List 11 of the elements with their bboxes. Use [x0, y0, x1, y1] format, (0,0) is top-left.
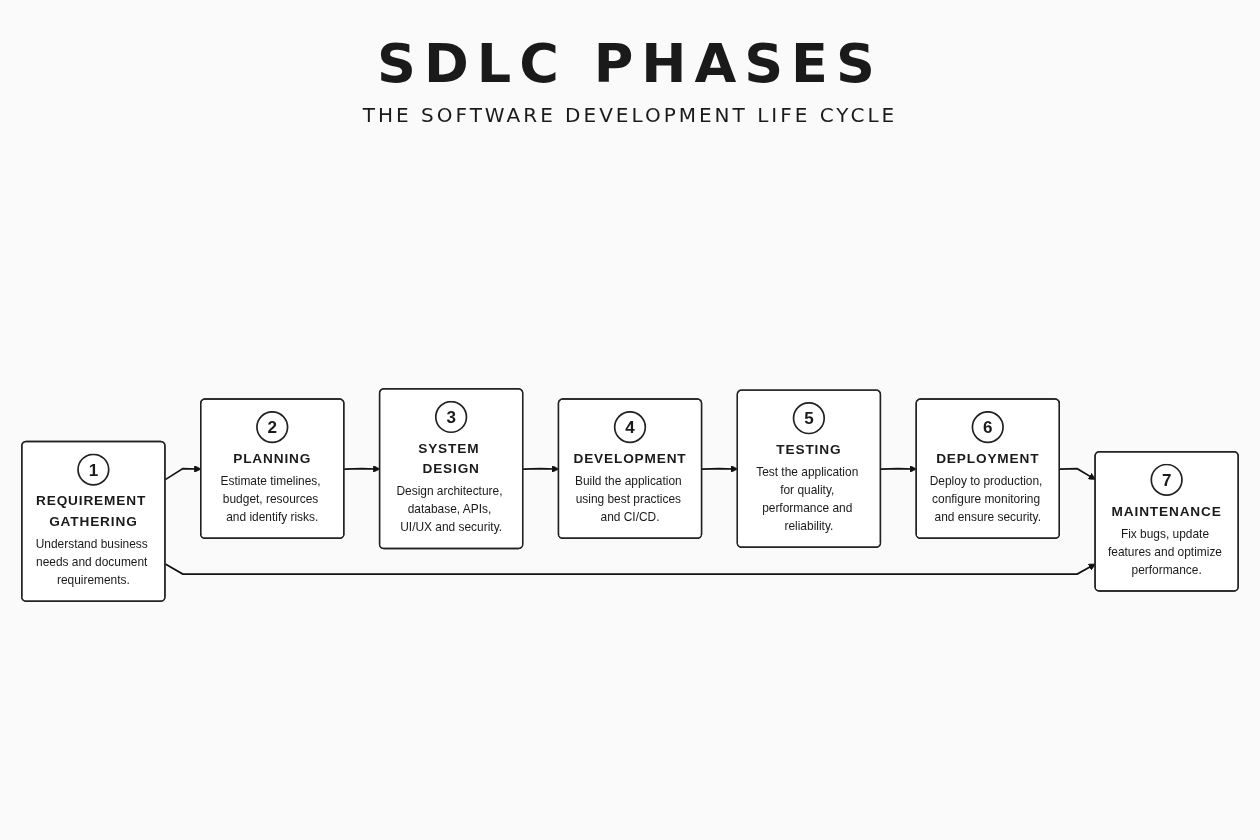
- title-heading: SDLC PHASES: [377, 34, 883, 94]
- phase-card: 7 MAINTENANCE Fix bugs, update features and optimize performance.: [1094, 451, 1239, 592]
- arrow: [880, 465, 917, 473]
- phase-card: 4 DEVELOPMENT Build the application using best practices and CI/CD.: [557, 398, 703, 539]
- phase-card: 3 SYSTEM DESIGN Design architecture, database, APIs, UI/UX and security.: [378, 388, 524, 550]
- phase-card: 2 PLANNING Estimate timelines, budget, resources and identify risks.: [200, 398, 345, 539]
- phase-card: 5 TESTING Test the application for quality, performance and reliability.: [736, 389, 882, 548]
- arrow: [164, 563, 1096, 575]
- phase-card: 1 REQUIREMENT GATHERING Understand business needs and document requirements.: [21, 440, 166, 602]
- subtitle: THE SOFTWARE DEVELOPMENT LIFE CYCLE: [362, 103, 898, 128]
- phase-card: 6 DEPLOYMENT Deploy to production, configure monitoring and ensure security.: [915, 398, 1060, 539]
